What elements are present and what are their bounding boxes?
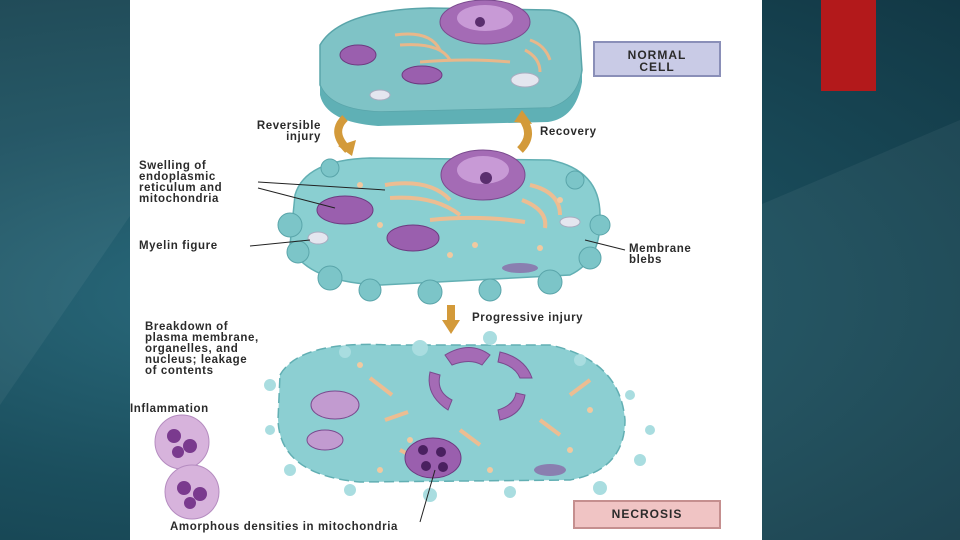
amorphous-densities-label: Amorphous densities in mitochondria [170,521,399,533]
progressive-injury-arrow [442,305,460,334]
myelin-figure-label: Myelin figure [139,240,218,252]
mitochondrion [339,44,377,66]
normal-cell [319,0,583,126]
recovery-label: Recovery [540,126,597,138]
damaged-mitochondrion [310,390,360,420]
inflammatory-cell [154,414,210,470]
fragmented-nucleus [428,347,533,421]
recovery-arrow [514,110,532,153]
membrane-blebs [277,158,611,305]
red-accent-tab [821,0,876,91]
inflammation-label: Inflammation [130,403,209,415]
breakdown-label: Breakdown of plasma membrane, organelles… [145,321,259,377]
progressive-injury-label: Progressive injury [472,312,584,324]
reversible-injury-arrow [334,115,356,156]
swollen-endoplasmic-reticulum [384,181,562,229]
diagram-panel: NORMAL CELL Reversible injury Recovery S… [130,0,762,540]
background-facet [0,0,130,405]
mitochondrion [401,65,443,85]
swollen-mitochondrion [316,195,374,225]
injured-cell [277,149,611,305]
background-facet [762,120,960,540]
swollen-mitochondrion [386,224,440,252]
damaged-mitochondrion [306,429,344,451]
membrane-blebs-label: Membrane blebs [629,243,692,266]
myelin-figure [307,231,329,245]
endoplasmic-reticulum [394,32,552,73]
reversible-injury-label: Reversible injury [256,120,321,143]
leaked-contents [264,331,655,502]
inflammatory-cell [164,464,220,520]
necrotic-cell [264,331,655,502]
swelling-label: Swelling of endoplasmic reticulum and mi… [139,160,223,205]
normal-cell-box: NORMAL CELL [593,41,721,77]
mitochondrion-amorphous-densities [404,437,462,479]
necrosis-box: NECROSIS [573,500,721,529]
leader-lines [249,181,626,523]
cell-injury-illustration [154,0,655,523]
